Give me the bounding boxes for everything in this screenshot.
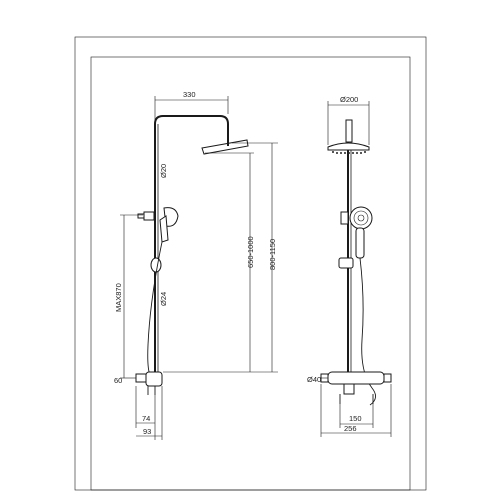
front-slide-holder — [338, 257, 354, 269]
hand-shower-handle — [355, 227, 365, 259]
dim-total-depth: 93 — [143, 427, 151, 436]
hand-shower-side — [163, 207, 179, 227]
inner-frame — [90, 56, 411, 491]
dim-height-range-inner: 650-1000 — [246, 236, 255, 268]
dim-center-distance: 150 — [349, 414, 362, 423]
hose-side — [147, 241, 163, 376]
dim-inlet-diameter: Ø40 — [307, 375, 321, 384]
dim-wall-offset: 60 — [114, 376, 122, 385]
dim-height-range-outer: 800-1150 — [268, 239, 277, 270]
dim-arm-length: 330 — [183, 90, 196, 99]
shower-head-front — [327, 142, 370, 151]
hose-front — [359, 257, 376, 406]
side-view: 330 800-1150 650-1000 Ø20 Ø24 MAX870 60 … — [114, 90, 278, 440]
hand-shower-front — [349, 206, 373, 230]
shower-arm — [154, 115, 229, 142]
dim-head-diameter: Ø200 — [340, 95, 358, 104]
dim-mixer-width: 256 — [344, 424, 357, 433]
mixer-front — [327, 371, 385, 385]
dim-riser-lower-dia: Ø24 — [159, 292, 168, 306]
shower-head-side — [201, 139, 249, 155]
dim-riser-upper-dia: Ø20 — [159, 164, 168, 178]
dim-spout-reach: 74 — [142, 414, 150, 423]
nozzle-pattern — [332, 151, 366, 154]
slide-bar-holder — [150, 257, 162, 273]
dim-max-hand-height: MAX870 — [114, 283, 123, 312]
wall-bracket-upper — [143, 211, 155, 221]
mixer-side — [145, 371, 163, 387]
front-view: Ø200 Ø40 150 256 — [307, 95, 392, 437]
